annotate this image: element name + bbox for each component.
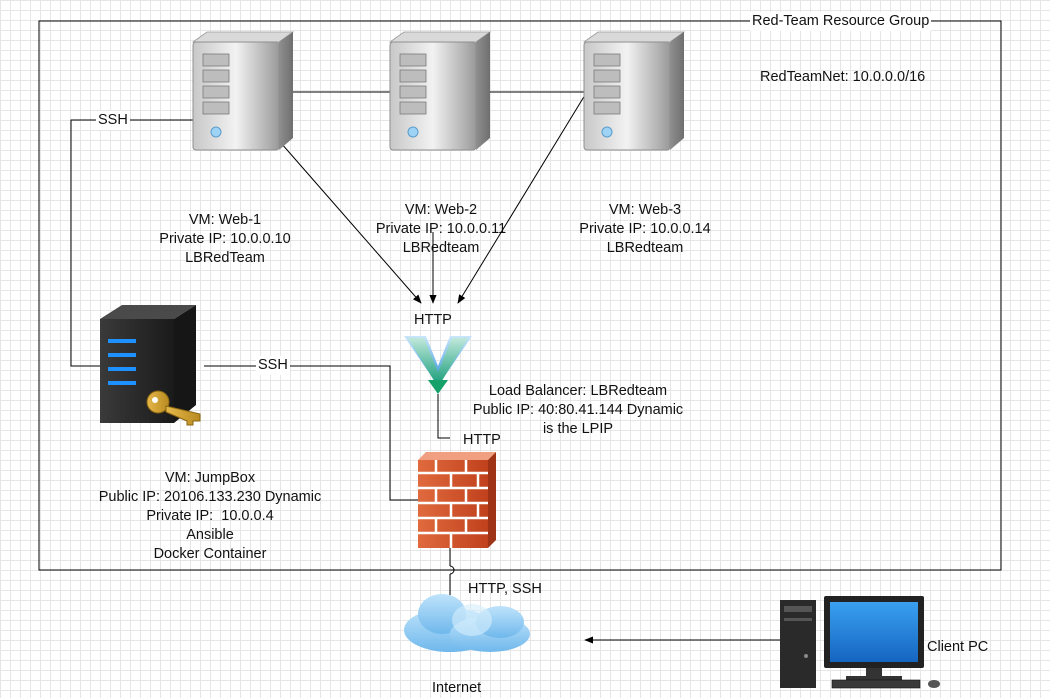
server-web-1-icon <box>192 31 294 151</box>
server-web-2-icon <box>389 31 491 151</box>
connection-lines <box>70 91 780 644</box>
network-label: RedTeamNet: 10.0.0.0/16 <box>760 69 926 85</box>
client-pc-label: Client PC <box>927 639 989 655</box>
ssh-label-web1: SSH <box>96 111 130 130</box>
internet-label: Internet <box>432 680 482 696</box>
http-label-lb-in: HTTP <box>414 312 452 328</box>
http-ssh-label: HTTP, SSH <box>468 581 542 597</box>
jumpbox-server-icon <box>100 305 196 423</box>
key-icon <box>146 390 201 426</box>
server-web-3-icon <box>583 31 685 151</box>
ssh-label-jumpbox: SSH <box>256 356 290 375</box>
internet-cloud-icon <box>404 594 530 652</box>
http-label-firewall: HTTP <box>463 432 501 448</box>
load-balancer-icon <box>404 336 472 394</box>
client-pc-icon <box>780 596 940 689</box>
firewall-icon <box>418 452 496 548</box>
resource-group-title: Red-Team Resource Group <box>750 12 932 31</box>
resource-group-border <box>38 20 1002 571</box>
